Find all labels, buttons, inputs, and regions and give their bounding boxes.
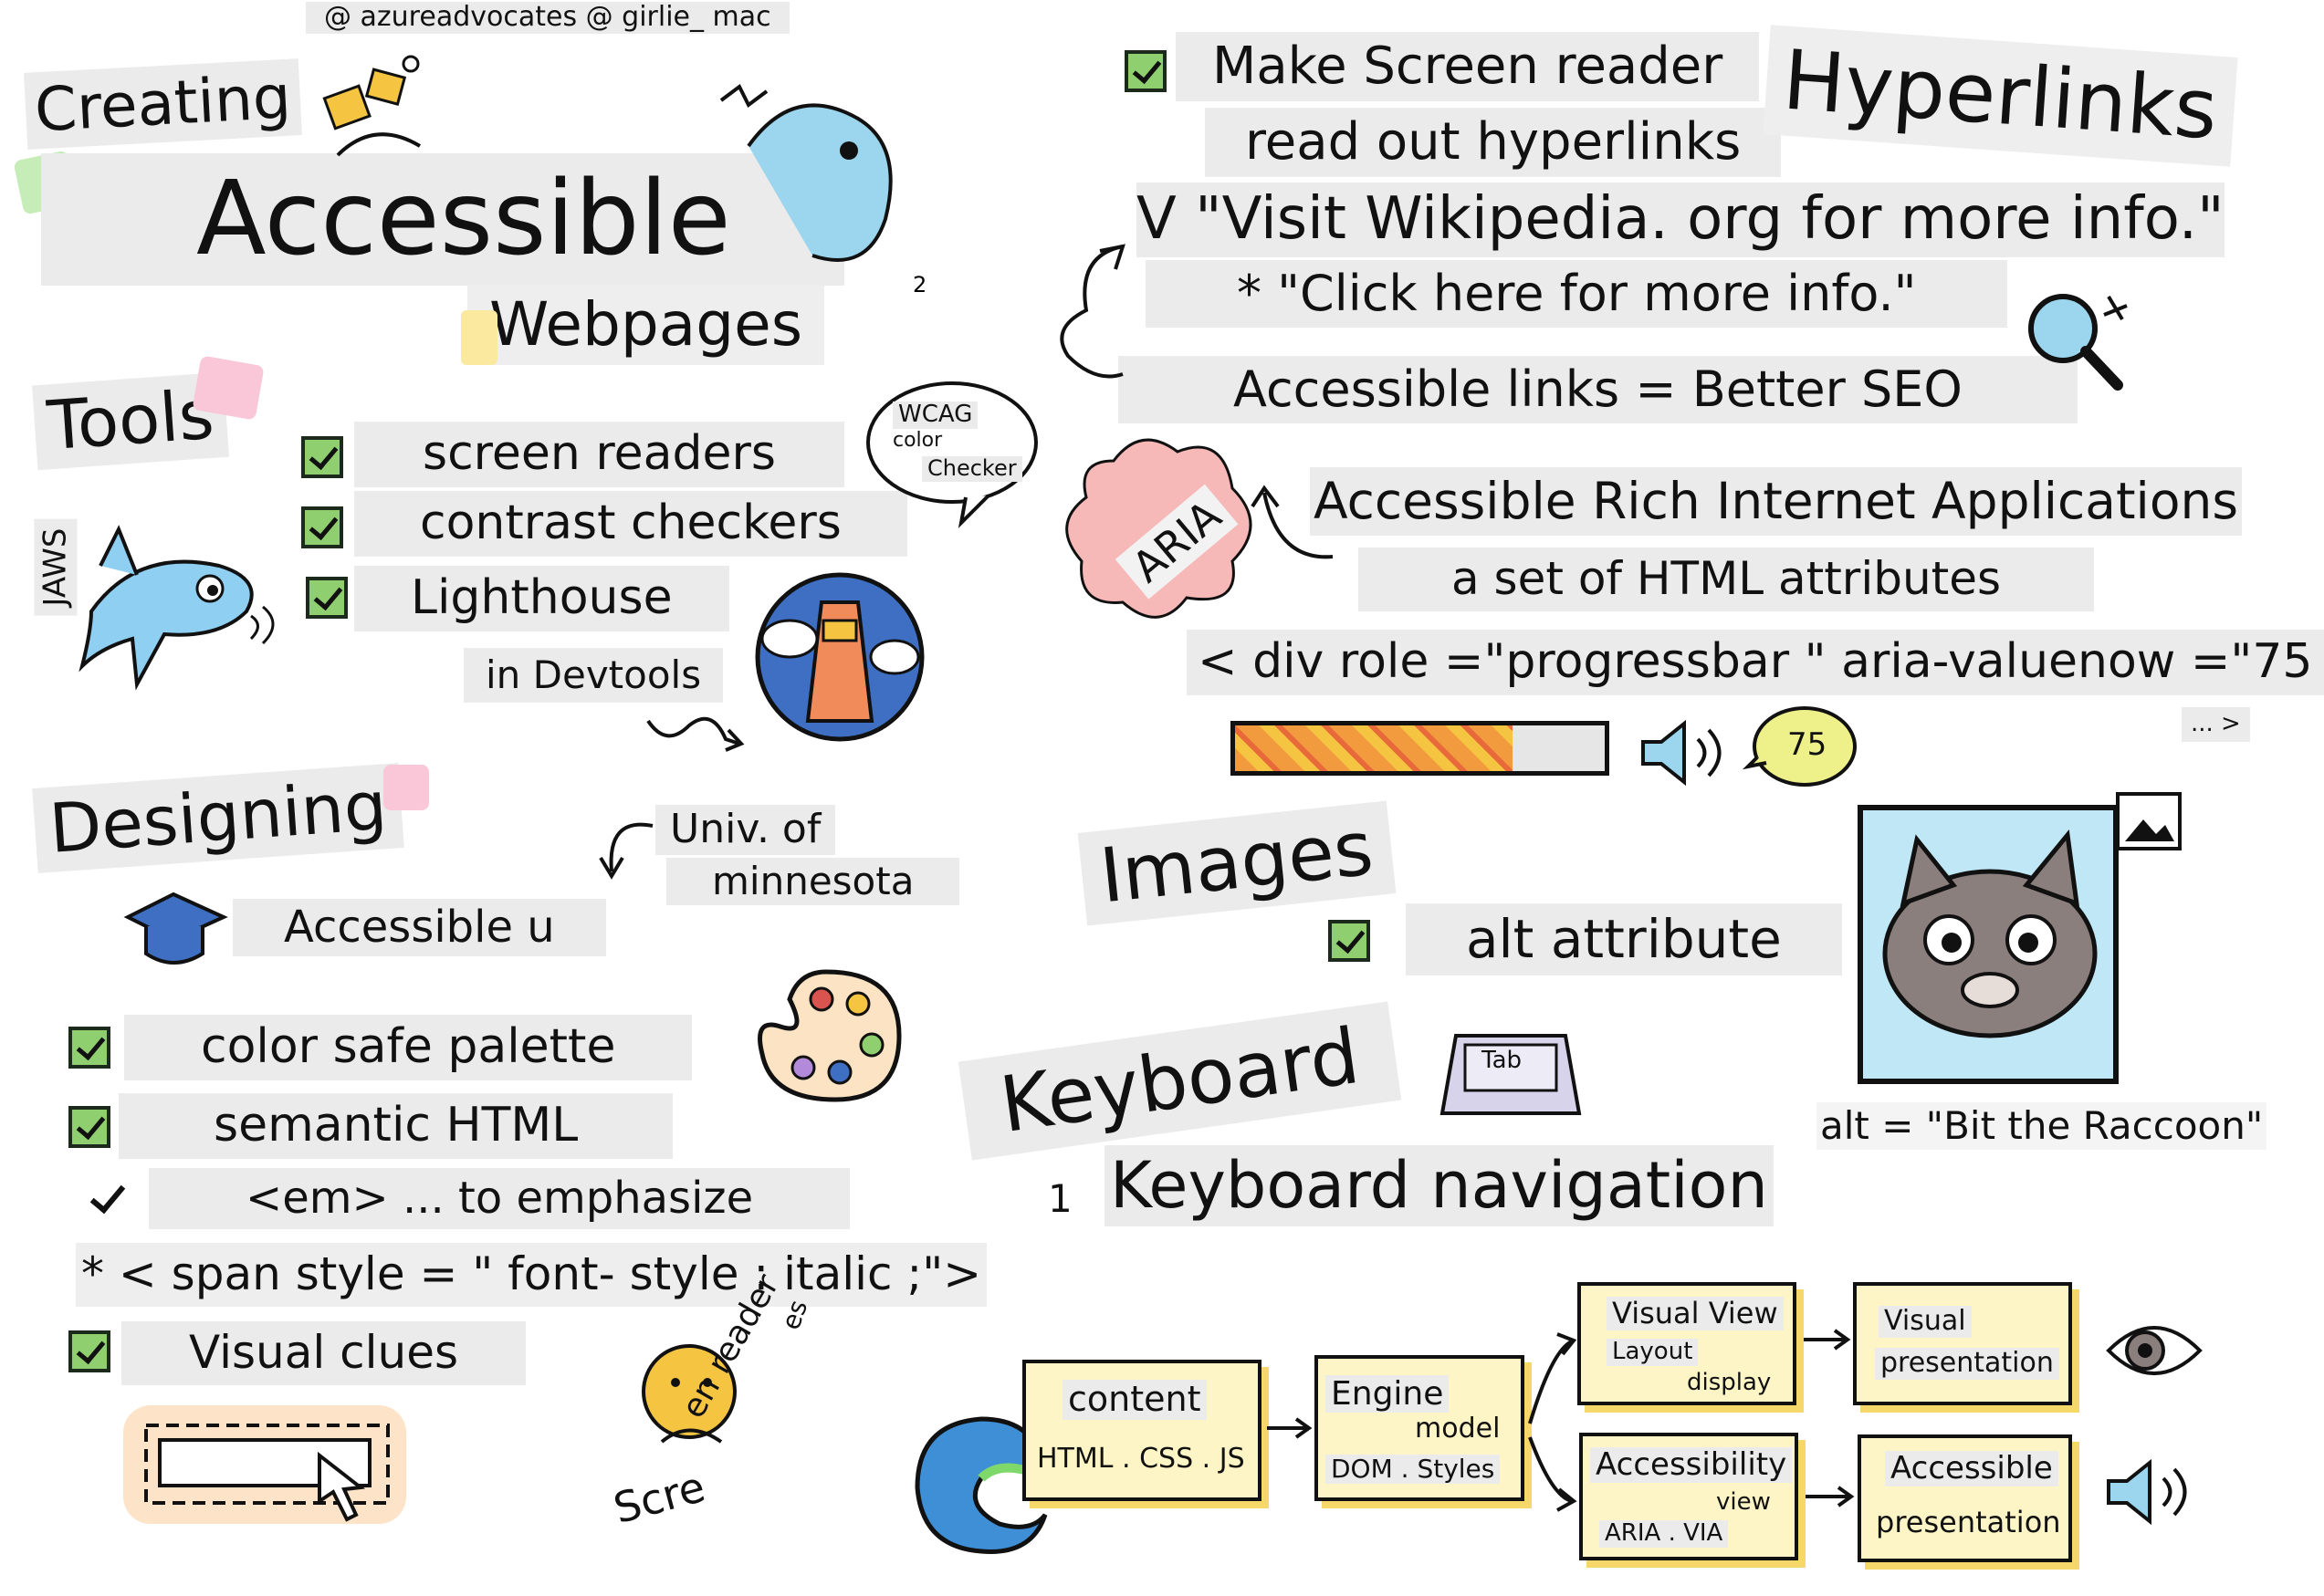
checkbox-semantic-html-icon: [68, 1106, 110, 1148]
aria-subtitle: a set of HTML attributes: [1358, 548, 2095, 611]
flow-engine-title: Engine: [1325, 1375, 1450, 1413]
palette-icon: [758, 969, 902, 1102]
lighthouse-logo-icon: [755, 572, 925, 742]
aria-progress-fill: [1235, 725, 1513, 771]
flow-accessibility-view-box: Accessibility view ARIA . VIA: [1579, 1433, 1798, 1560]
accessible-u-label: Accessible u: [233, 899, 606, 957]
hyperlinks-line1: Make Screen reader: [1176, 32, 1760, 102]
devtools-arrow-icon: [646, 716, 745, 752]
raccoon-image-icon: [1858, 792, 2182, 1084]
design-color-palette: color safe palette: [124, 1015, 693, 1080]
tool-contrast-checkers: contrast checkers: [354, 491, 907, 557]
wcag-checker-label: Checker: [922, 455, 1022, 482]
tool-in-devtools: in Devtools: [464, 648, 724, 704]
flow-accessible-presentation-title: Accessible: [1885, 1450, 2058, 1487]
checkbox-color-palette-icon: [68, 1027, 110, 1069]
flow-accessibility-view-sub2: ARIA . VIA: [1599, 1519, 1729, 1548]
flow-engine-sub1: model: [1415, 1413, 1501, 1445]
keyboard-nav-prefix: 1: [1048, 1176, 1073, 1221]
flow-engine-box: Engine model DOM . Styles: [1314, 1355, 1524, 1501]
flow-accessible-presentation-sub: presentation: [1876, 1505, 2061, 1539]
title-webpages: Webpages: [467, 285, 825, 365]
dinosaur-doodle-icon: 2: [719, 83, 926, 297]
checkbox-alt-attribute-icon: [1328, 920, 1370, 962]
keyboard-navigation-label: Keyboard navigation: [1104, 1145, 1774, 1226]
checkbox-lighthouse-icon: [306, 577, 348, 619]
designing-accent-pink: [383, 765, 429, 810]
checkbox-visual-clues-icon: [68, 1330, 110, 1372]
thinking-face-icon: [642, 1344, 737, 1444]
flow-visual-view-sub2: display: [1687, 1369, 1772, 1396]
speaker-aria-icon: [1641, 719, 1722, 787]
flow-visual-view-title: Visual View: [1607, 1297, 1784, 1330]
aria-code: < div role ="progressbar " aria-valuenow…: [1187, 630, 2324, 695]
tool-screen-readers: screen readers: [354, 422, 844, 487]
design-semantic-html: semantic HTML: [119, 1093, 674, 1159]
alt-attribute-label: alt attribute: [1406, 903, 1842, 975]
value-bubble-icon: [1742, 706, 1857, 787]
checkbox-screen-readers-icon: [301, 436, 343, 478]
flow-visual-presentation-title: Visual: [1879, 1305, 1972, 1338]
credit-text: @ azureadvocates @ girlie_ mac: [306, 1, 790, 34]
hyperlink-good-example: V "Visit Wikipedia. org for more info.": [1136, 183, 2225, 257]
flow-accessible-presentation-box: Accessible presentation: [1858, 1434, 2072, 1562]
univ-of-label: Univ. of: [655, 805, 836, 855]
flow-visual-presentation-sub: presentation: [1875, 1347, 2059, 1380]
sticker-cluster-icon: [322, 55, 422, 157]
flow-content-box: content HTML . CSS . JS: [1022, 1360, 1261, 1501]
flow-accessibility-view-sub1: view: [1716, 1488, 1771, 1516]
text-input-pointer-icon: [123, 1405, 406, 1524]
univ-arrow-icon: [599, 822, 654, 880]
flow-engine-sub2: DOM . Styles: [1325, 1454, 1501, 1485]
magnifying-glass-icon: [2028, 294, 2128, 391]
aria-value-bubble: 75: [1787, 726, 1827, 763]
univ-minnesota-label: minnesota: [666, 858, 960, 906]
tool-lighthouse: Lighthouse: [354, 566, 729, 631]
wcag-label: WCAG: [893, 401, 979, 429]
design-visual-clues: Visual clues: [121, 1321, 527, 1385]
hyperlinks-line2: read out hyperlinks: [1205, 108, 1782, 178]
checkbox-contrast-checkers-icon: [301, 506, 343, 548]
aria-arrow-icon: [1251, 485, 1334, 559]
flow-arrows: [1267, 1329, 1855, 1512]
hyperlink-seo: Accessible links = Better SEO: [1118, 356, 2078, 424]
aria-title: Accessible Rich Internet Applications: [1310, 467, 2242, 537]
flow-visual-presentation-box: Visual presentation: [1853, 1282, 2072, 1405]
wcag-color-label: color: [893, 429, 943, 452]
shark-mascot-icon: [79, 525, 275, 691]
flow-content-sub: HTML . CSS . JS: [1037, 1443, 1245, 1475]
flow-accessibility-view-title: Accessibility: [1590, 1446, 1793, 1484]
hyperlink-arrow-icon: [1060, 244, 1125, 379]
checkbox-hyperlinks-icon: [1125, 50, 1167, 92]
tab-key-icon: [1439, 1034, 1582, 1115]
hyperlink-bad-example: * "Click here for more info.": [1146, 260, 2008, 329]
alt-example-label: alt = "Bit the Raccoon": [1816, 1102, 2267, 1151]
aria-progress-bar: [1230, 721, 1609, 776]
flow-visual-view-box: Visual View Layout display: [1577, 1282, 1796, 1405]
design-em-emphasize: <em> ... to emphasize: [149, 1168, 851, 1230]
design-span-style-code: * < span style = " font- style : italic …: [76, 1243, 988, 1307]
flow-content-title: content: [1063, 1379, 1207, 1420]
flow-visual-view-sub1: Layout: [1607, 1338, 1699, 1366]
title-accessible: Accessible: [41, 153, 844, 286]
tab-key-label: Tab: [1481, 1047, 1523, 1074]
graduation-cap-icon: [123, 892, 228, 965]
aria-code-end: ... >: [2182, 707, 2250, 742]
eye-icon: [2106, 1326, 2203, 1375]
title-accent-yellow: [461, 310, 497, 365]
speaker-presentation-icon: [2107, 1458, 2187, 1526]
svg-text:2: 2: [913, 272, 926, 297]
